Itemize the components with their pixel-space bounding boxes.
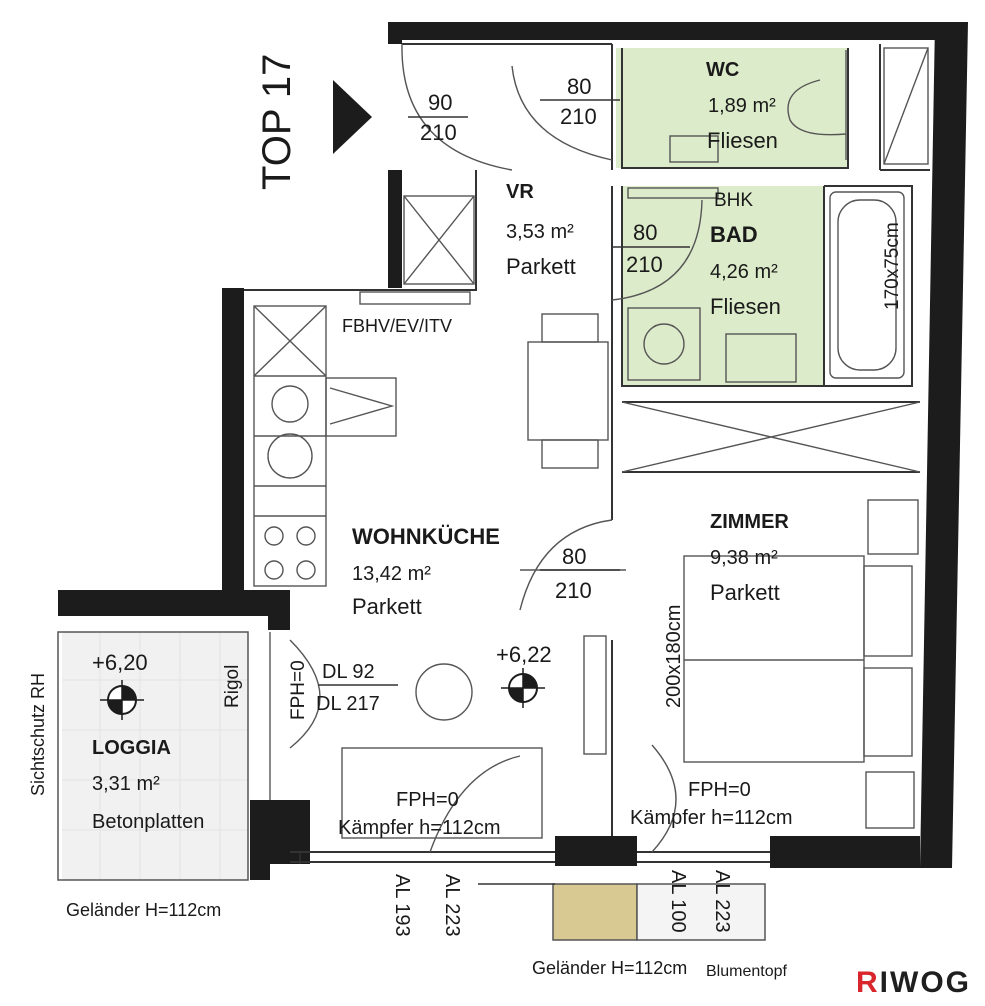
wc-floor-fill [616,48,848,168]
al-223-a: AL 223 [441,874,463,937]
room-bad-area: 4,26 m² [710,261,778,283]
fph-zimmer: FPH=0 [688,779,751,801]
level-marker-icon [501,668,545,708]
bathtub-size: 170x75cm [882,222,903,310]
gelaender-front: Geländer H=112cm [532,958,687,978]
room-bad-name: BAD [710,222,758,247]
room-vr-name: VR [506,181,534,203]
room-wc-area: 1,89 m² [708,95,776,117]
planter-grid [636,883,766,941]
planter-box [552,883,638,941]
door-entrance-height: 210 [420,120,457,145]
room-vr-floor: Parkett [506,254,576,279]
kaempfer-living: Kämpfer h=112cm [338,817,501,839]
loggia-floor [62,632,248,880]
entrance-arrow-icon [333,80,372,154]
room-wc-name: WC [706,59,739,81]
bhk-label: BHK [714,190,753,211]
level-marker-icon [100,680,144,720]
dl-width: DL 92 [322,661,375,683]
riwog-logo: RIWOG [856,966,971,1000]
room-zimmer-floor: Parkett [710,580,780,605]
kaempfer-zimmer: Kämpfer h=112cm [630,807,793,829]
fph-living: FPH=0 [396,789,459,811]
room-wohnkueche-name: WOHNKÜCHE [352,524,500,549]
door-zimmer-width: 80 [562,544,586,569]
logo-mark: R [856,966,880,999]
level-loggia: +6,20 [92,650,148,675]
room-bad-floor: Fliesen [710,294,781,319]
al-193: AL 193 [391,874,413,937]
door-bad-height: 210 [626,252,663,277]
sichtschutz-label: Sichtschutz RH [28,673,48,796]
walls [58,22,968,880]
room-zimmer-area: 9,38 m² [710,547,778,569]
door-zimmer-height: 210 [555,578,592,603]
fbhv-label: FBHV/EV/ITV [342,316,452,336]
room-wc-floor: Fliesen [707,128,778,153]
rigol-label: Rigol [222,665,243,708]
room-wohnkueche-floor: Parkett [352,594,422,619]
door-wc-height: 210 [560,104,597,129]
fph-vertical: FPH=0 [288,660,309,720]
door-wc-width: 80 [567,74,591,99]
dl-height: DL 217 [316,693,380,715]
bad-floor-fill [622,186,824,386]
blumentopf-label: Blumentopf [706,963,787,980]
al-100: AL 100 [667,870,689,933]
room-loggia-name: LOGGIA [92,737,171,759]
gelaender-loggia: Geländer H=112cm [66,900,221,920]
bed-size: 200x180cm [663,605,685,708]
door-bad-width: 80 [633,220,657,245]
door-entrance-width: 90 [428,90,452,115]
room-zimmer-name: ZIMMER [710,511,789,533]
room-wohnkueche-area: 13,42 m² [352,563,431,585]
room-loggia-area: 3,31 m² [92,773,160,795]
room-vr-area: 3,53 m² [506,221,574,243]
logo-text: IWOG [879,966,971,999]
room-loggia-floor: Betonplatten [92,811,204,833]
al-223-b: AL 223 [711,870,733,933]
level-living: +6,22 [496,642,552,667]
unit-title: TOP 17 [255,54,299,190]
